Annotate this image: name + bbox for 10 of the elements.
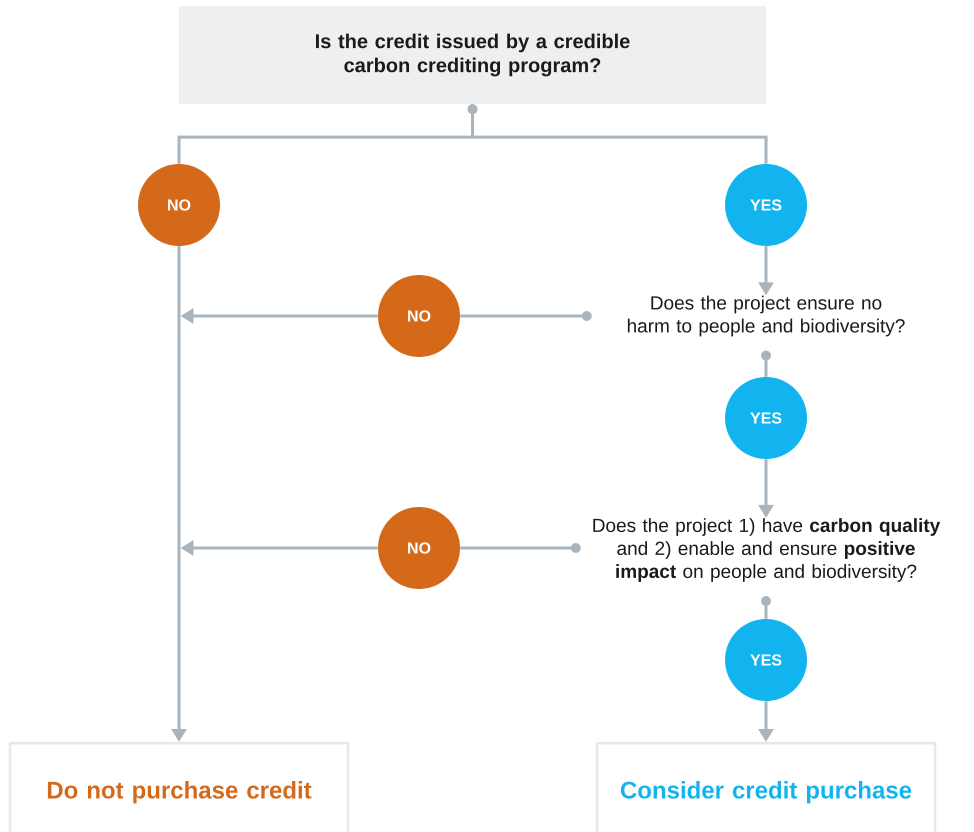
outcome-box: Consider credit purchase xyxy=(596,742,936,832)
question-box: Is the credit issued by a credible carbon crediting program? xyxy=(179,6,766,104)
outcome-box: Do not purchase credit xyxy=(8,742,350,832)
connector xyxy=(460,310,592,321)
connector xyxy=(761,350,771,377)
connector xyxy=(468,104,768,164)
connector xyxy=(761,596,771,619)
question-text: Does the project ensure no harm to people and biodiversity? xyxy=(628,296,905,336)
question-text: Does the project 1) have carbon quality and 2) enable and ensure positive impact on people and biodiversity? xyxy=(593,518,940,582)
connector xyxy=(460,542,581,553)
